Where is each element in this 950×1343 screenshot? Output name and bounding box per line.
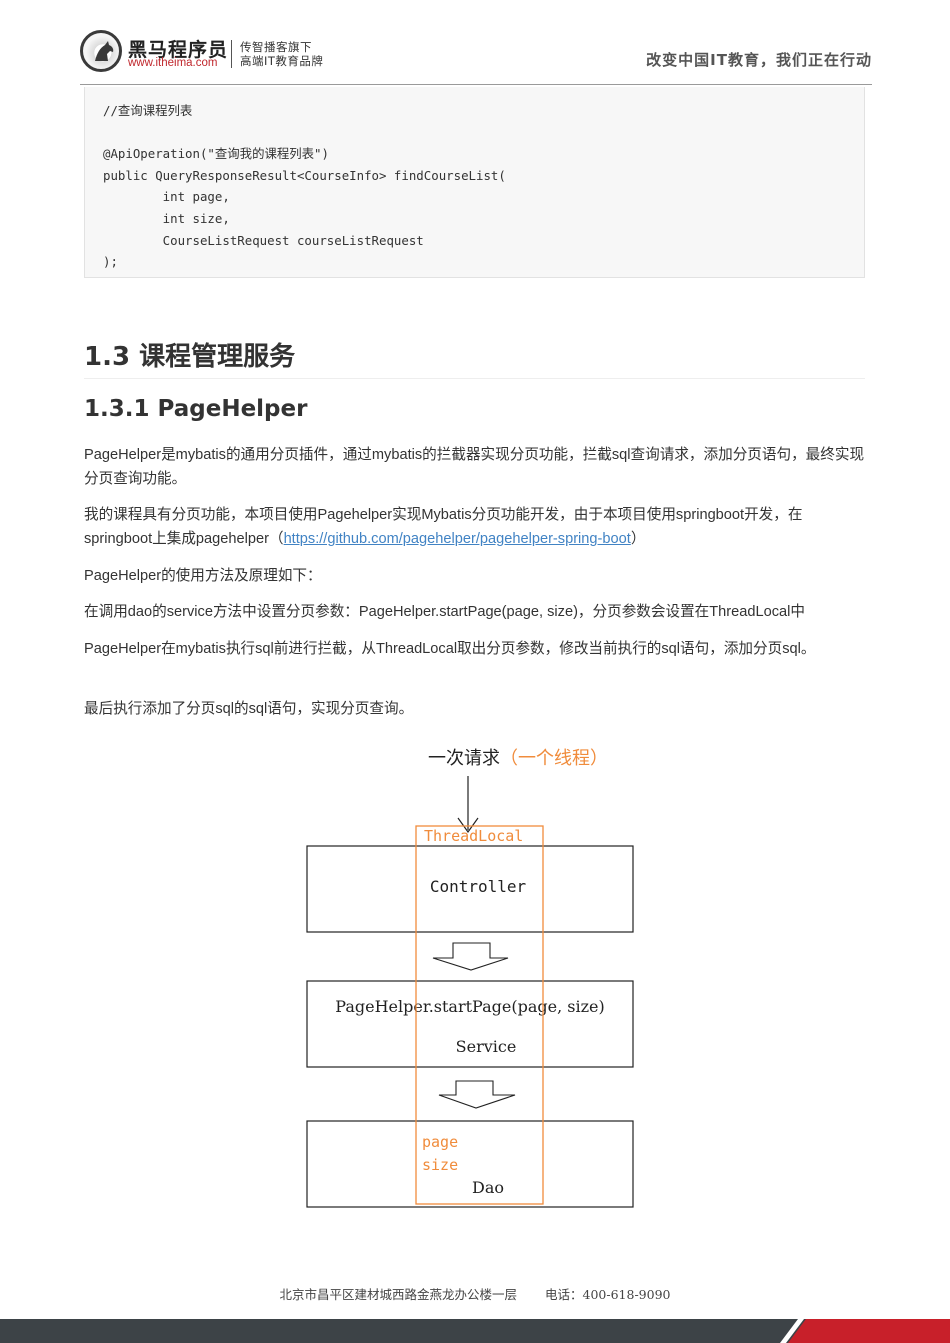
subsection-heading: 1.3.1 PageHelper [84, 396, 308, 422]
thread-label: （一个线程） [500, 748, 608, 769]
code-block [84, 87, 865, 278]
section-heading: 1.3 课程管理服务 [84, 342, 296, 372]
header-divider [80, 84, 872, 85]
pagehelper-github-link[interactable]: https://github.com/pagehelper/pagehelper… [283, 531, 631, 547]
section-heading-rule [84, 378, 865, 379]
down-arrow-icon [432, 942, 509, 971]
page-header: 黑马程序员 www.itheima.com 传智播客旗下 高端IT教育品牌 改变… [0, 0, 950, 86]
horse-icon [95, 41, 114, 61]
paragraph-integration-text: 我的课程具有分页功能，本项目使用Pagehelper实现Mybatis分页功能开… [84, 507, 803, 547]
page-label: page [422, 1133, 458, 1151]
footer-bar-stripe [780, 1319, 804, 1343]
itheima-logo-icon [80, 30, 122, 72]
paragraph-step-3: 最后执行添加了分页sql的sql语句，实现分页查询。 [84, 701, 414, 717]
pagehelper-call-label: PageHelper.startPage(page, size) [335, 997, 604, 1016]
paragraph-intro: PageHelper是mybatis的通用分页插件，通过mybatis的拦截器实… [84, 447, 865, 487]
paragraph-step-2: PageHelper在mybatis执行sql前进行拦截，从ThreadLoca… [84, 641, 816, 657]
code-listing: //查询课程列表 @ApiOperation("查询我的课程列表") publi… [103, 103, 506, 270]
footer-phone: 电话：400-618-9090 [545, 1287, 671, 1302]
footer-bar-accent [788, 1319, 950, 1343]
brand-name: 黑马程序员 [128, 39, 229, 61]
brand-tagline-2: 高端IT教育品牌 [240, 54, 324, 68]
service-box [306, 980, 634, 1068]
request-arrow-head [457, 817, 479, 834]
footer-address-text: 北京市昌平区建材城西路金燕龙办公楼一层 [279, 1287, 518, 1302]
threadlocal-label: ThreadLocal [424, 827, 523, 845]
logo-divider [231, 40, 232, 68]
paragraph-usage-intro: PageHelper的使用方法及原理如下： [84, 568, 322, 584]
footer-bar [0, 1319, 950, 1343]
brand-url: www.itheima.com [128, 57, 218, 69]
brand-tagline-1: 传智播客旗下 [240, 40, 312, 54]
paragraph-step-1: 在调用dao的service方法中设置分页参数：PageHelper.start… [84, 604, 805, 620]
footer-address: 北京市昌平区建材城西路金燕龙办公楼一层 电话：400-618-9090 [0, 1284, 950, 1303]
size-label: size [422, 1156, 458, 1174]
threadlocal-box [415, 825, 544, 1205]
request-label: 一次请求 [428, 748, 500, 769]
paragraph-integration: 我的课程具有分页功能，本项目使用Pagehelper实现Mybatis分页功能开… [84, 503, 870, 551]
dao-label: Dao [472, 1178, 504, 1197]
service-label: Service [456, 1037, 517, 1056]
controller-label: Controller [430, 877, 527, 896]
pagehelper-flow-diagram: 一次请求 （一个线程） Controller PageHelper.startP… [306, 748, 634, 1208]
down-arrow-icon-2 [438, 1080, 516, 1109]
header-slogan: 改变中国IT教育，我们正在行动 [646, 51, 872, 69]
paragraph-integration-tail: ） [630, 531, 646, 547]
dao-box [306, 1120, 634, 1208]
controller-box [306, 845, 634, 933]
